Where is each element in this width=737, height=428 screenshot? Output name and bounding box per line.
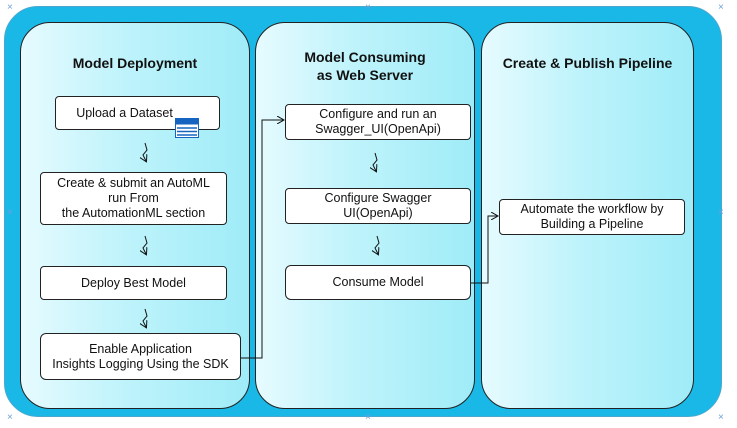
marker-mid-left: ×: [7, 207, 13, 218]
marker-top-left: ×: [7, 2, 13, 13]
panel-title-pipeline: Create & Publish Pipeline: [502, 55, 673, 71]
step-configure-run-swagger: Configure and run an Swagger_UI(OpenApi): [285, 104, 471, 140]
arrow-swagger-to-configure: [373, 152, 378, 171]
dataset-icon: DataSet: [174, 103, 199, 138]
arrow-consume-to-pipeline: [471, 216, 497, 284]
marker-bottom-left: ×: [7, 412, 13, 423]
step-configure-swagger: Configure Swagger UI(OpenApi): [285, 188, 471, 224]
arrow-deploy-to-insights: [143, 308, 148, 327]
arrow-create-to-deploy: [143, 235, 148, 254]
dataset-icon-label: DataSet: [175, 103, 195, 109]
step-automate-pipeline: Automate the workflow by Building a Pipe…: [499, 199, 685, 235]
panel-title-deployment: Model Deployment: [72, 55, 198, 71]
step-consume-model: Consume Model: [285, 265, 471, 300]
marker-top-right: ×: [718, 2, 724, 13]
marker-top-center: ×: [365, 2, 371, 13]
step-deploy-best-model: Deploy Best Model: [40, 266, 227, 300]
arrow-insights-to-swagger: [241, 120, 283, 359]
panel-title-consuming: Model Consuming as Web Server: [304, 49, 426, 83]
step-upload-dataset: Upload a Dataset DataSet: [55, 96, 220, 138]
marker-mid-right: ×: [718, 207, 724, 218]
step-create-automl: Create & submit an AutoML run From the A…: [40, 172, 227, 225]
arrow-upload-to-create: [143, 142, 148, 161]
step-enable-insights: Enable Application Insights Logging Usin…: [40, 333, 241, 380]
step-upload-dataset-label: Upload a Dataset: [76, 105, 173, 120]
arrow-configure-to-consume: [375, 235, 380, 254]
marker-bottom-right: ×: [718, 412, 724, 423]
marker-bottom-center: ×: [365, 412, 371, 423]
